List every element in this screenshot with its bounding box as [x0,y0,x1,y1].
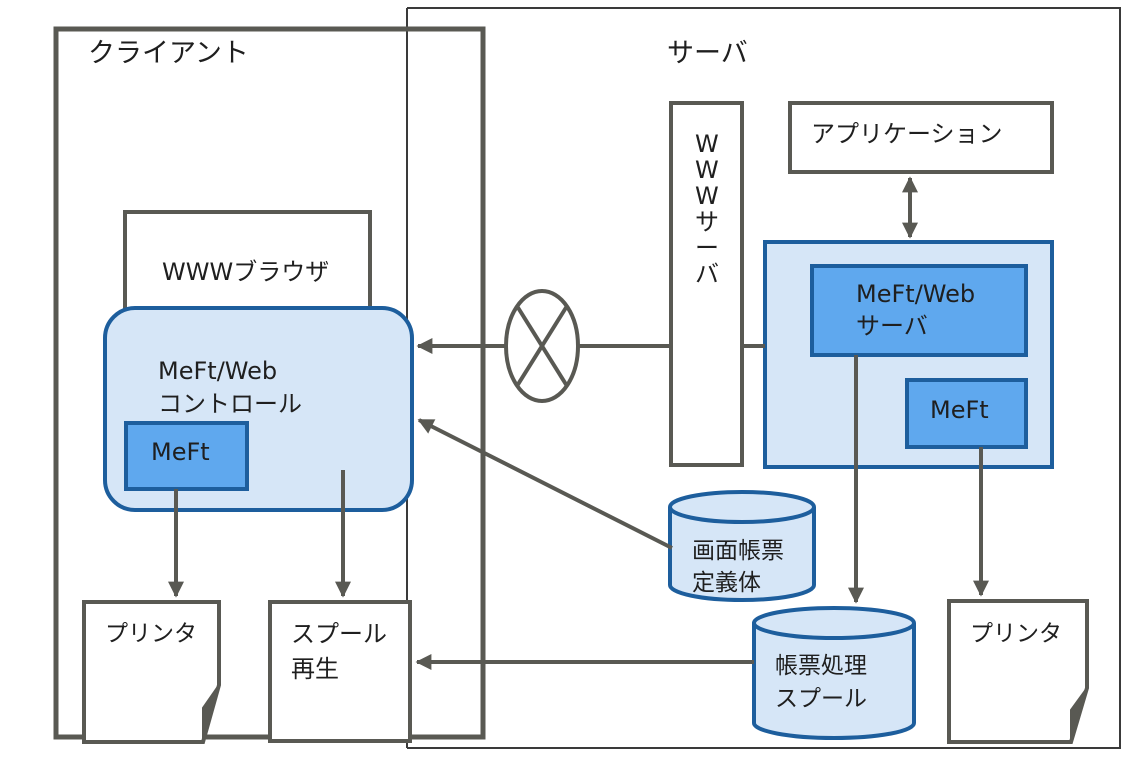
definition-label-line2: 定義体 [692,570,761,596]
meft-web-server-line2: サーバ [856,312,928,340]
screen-form-definition-cylinder [668,490,816,602]
spool-label-line1: 帳票処理 [775,653,867,679]
form-spool-cylinder [752,606,916,740]
spool-label-line2: スプール [775,686,867,712]
spool-replay-box [268,600,412,743]
www-server-box [669,101,744,467]
spool-replay-line2: 再生 [291,655,339,683]
arrow-definition-to-control [417,418,673,550]
client-printer-label: プリンタ [105,621,197,647]
spool-replay-line1: スプール [291,620,387,648]
client-title: クライアント [88,38,249,69]
server-title: サーバ [667,38,748,69]
control-label-line2: コントロール [158,390,302,418]
meft-web-server-line1: MeFt/Web [856,280,976,308]
client-printer-fold [202,684,220,743]
server-printer-fold [1070,687,1088,743]
meft-web-server-box [810,264,1028,357]
www-server-label: WWWサーバ [695,130,719,288]
application-box [788,101,1054,174]
server-printer-label: プリンタ [970,621,1062,647]
server-meft-label: MeFt [930,396,989,424]
www-browser-label: WWWブラウザ [162,258,330,286]
outer-frame [407,7,1121,749]
network-icon [504,289,580,403]
client-meft-box [124,421,249,491]
definition-label-line1: 画面帳票 [692,538,784,564]
server-meft-box [905,378,1028,449]
client-meft-label: MeFt [151,438,210,466]
application-label: アプリケーション [811,120,1003,148]
control-label-line1: MeFt/Web [158,357,278,385]
